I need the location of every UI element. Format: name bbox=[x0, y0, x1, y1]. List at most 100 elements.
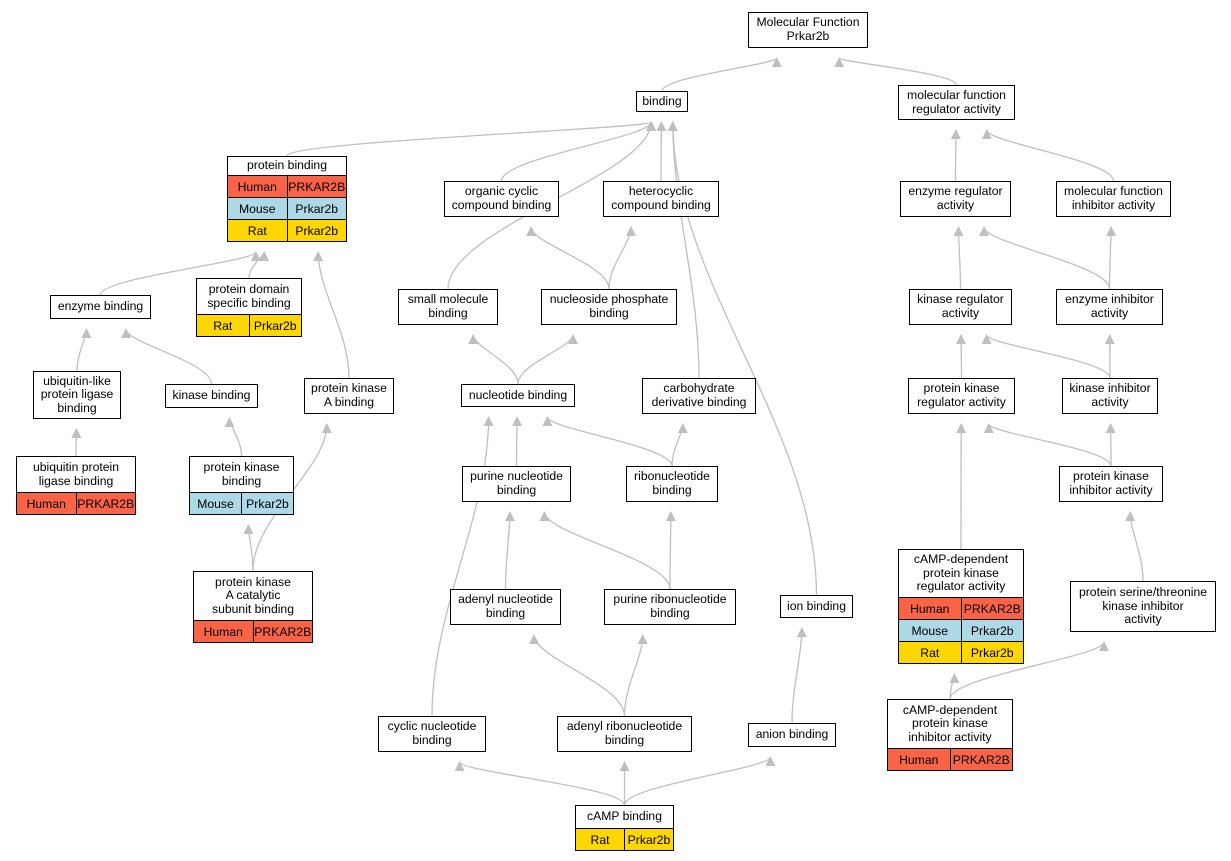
node-arnb[interactable]: adenyl ribonucleotide binding bbox=[557, 716, 692, 752]
node-anionb[interactable]: anion binding bbox=[748, 723, 836, 747]
node-label: Molecular Function Prkar2b bbox=[756, 15, 860, 43]
edge-pnb-to-nb bbox=[512, 416, 523, 467]
node-prnb[interactable]: purine ribonucleotide binding bbox=[604, 589, 736, 625]
node-hcb[interactable]: heterocyclic compound binding bbox=[603, 181, 719, 217]
edge-mfra-to-root bbox=[834, 57, 958, 86]
node-label: nucleotide binding bbox=[468, 387, 568, 402]
edge-arnb-to-anb bbox=[529, 634, 626, 717]
species-name: Human bbox=[203, 624, 243, 639]
node-cdb[interactable]: carbohydrate derivative binding bbox=[642, 378, 756, 414]
node-pkia[interactable]: protein kinase inhibitor activity bbox=[1059, 466, 1163, 502]
species-row-human: Human PRKAR2B bbox=[228, 175, 346, 197]
gene-symbol: Prkar2b bbox=[286, 198, 347, 219]
edge-rnb-to-cdb bbox=[671, 423, 688, 467]
gene-symbol: PRKAR2B bbox=[949, 749, 1013, 770]
edge-kra-to-era bbox=[953, 226, 964, 290]
edge-cnb-to-nb bbox=[431, 416, 494, 717]
edge-anionb-to-ionb bbox=[791, 627, 807, 724]
node-root[interactable]: Molecular Function Prkar2b bbox=[748, 12, 868, 48]
node-eb[interactable]: enzyme binding bbox=[50, 295, 151, 319]
node-label: enzyme inhibitor activity bbox=[1065, 292, 1154, 320]
node-label: enzyme binding bbox=[57, 299, 144, 314]
node-pkacsb[interactable]: protein kinase A catalytic subunit bindi… bbox=[193, 571, 313, 643]
node-mfia[interactable]: molecular function inhibitor activity bbox=[1056, 181, 1171, 217]
node-eia[interactable]: enzyme inhibitor activity bbox=[1056, 289, 1163, 325]
gene-symbol: Prkar2b bbox=[624, 829, 673, 850]
node-label: binding bbox=[642, 93, 682, 108]
node-npb[interactable]: nucleoside phosphate binding bbox=[541, 289, 677, 325]
species-name: Human bbox=[26, 496, 66, 511]
edge-cdb-to-binding bbox=[667, 121, 700, 379]
node-kb[interactable]: kinase binding bbox=[165, 384, 258, 408]
edge-ptkia-to-pkia bbox=[1125, 511, 1144, 582]
node-kia[interactable]: kinase inhibitor activity bbox=[1062, 378, 1158, 414]
node-rnb[interactable]: ribonucleotide binding bbox=[626, 466, 718, 502]
edge-binding-to-root bbox=[661, 57, 782, 92]
node-pnb[interactable]: purine nucleotide binding bbox=[462, 466, 571, 502]
node-pkra[interactable]: protein kinase regulator activity bbox=[908, 378, 1015, 414]
node-label: cyclic nucleotide binding bbox=[387, 719, 477, 747]
node-mfra[interactable]: molecular function regulator activity bbox=[898, 85, 1015, 120]
edge-pkia-to-pkra bbox=[983, 423, 1112, 467]
node-label: molecular function regulator activity bbox=[907, 87, 1006, 116]
edge-eia-to-mfia bbox=[1106, 226, 1117, 290]
node-label: purine nucleotide binding bbox=[470, 469, 563, 497]
node-ulplb[interactable]: ubiquitin-like protein ligase binding bbox=[33, 371, 121, 419]
species-name: Human bbox=[237, 179, 277, 194]
edge-campb-to-cnb bbox=[454, 761, 626, 806]
node-ionb[interactable]: ion binding bbox=[780, 595, 853, 618]
edge-npb-to-hcb bbox=[608, 226, 636, 290]
node-cnb[interactable]: cyclic nucleotide binding bbox=[378, 716, 486, 752]
node-label: adenyl nucleotide binding bbox=[458, 592, 553, 620]
node-label: kinase regulator activity bbox=[917, 292, 1004, 320]
edge-nb-to-smb bbox=[468, 334, 519, 385]
species-name: Rat bbox=[590, 832, 610, 847]
gene-symbol: Prkar2b bbox=[960, 642, 1024, 663]
node-pkab[interactable]: protein kinase A binding bbox=[304, 378, 394, 414]
edge-eia-to-era bbox=[979, 226, 1111, 290]
node-nb[interactable]: nucleotide binding bbox=[461, 384, 575, 407]
edge-pb-to-binding bbox=[286, 121, 656, 157]
edge-arnb-to-prnb bbox=[623, 634, 648, 717]
node-label: kinase binding bbox=[172, 388, 251, 403]
node-label: protein domain specific binding bbox=[207, 281, 291, 310]
gene-symbol: PRKAR2B bbox=[286, 176, 347, 197]
node-smb[interactable]: small molecule binding bbox=[398, 289, 498, 325]
gene-symbol: Prkar2b bbox=[960, 620, 1024, 641]
node-cdpkra[interactable]: cAMP-dependent protein kinase regulator … bbox=[898, 549, 1024, 664]
node-kra[interactable]: kinase regulator activity bbox=[909, 289, 1012, 325]
node-occb[interactable]: organic cyclic compound binding bbox=[444, 181, 559, 217]
edge-ulplb-to-eb bbox=[76, 328, 92, 372]
species-name: Human bbox=[910, 601, 950, 616]
edge-anb-to-pnb bbox=[504, 511, 515, 590]
node-label: cAMP-dependent protein kinase regulator … bbox=[913, 552, 1009, 594]
edge-npb-to-occb bbox=[526, 226, 610, 290]
gene-symbol: Prkar2b bbox=[286, 220, 347, 241]
node-ptkia[interactable]: protein serine/threonine kinase inhibito… bbox=[1070, 581, 1216, 632]
node-label: nucleoside phosphate binding bbox=[549, 292, 669, 320]
node-binding[interactable]: binding bbox=[636, 91, 688, 112]
species-row-rat: Rat Prkar2b bbox=[576, 828, 673, 850]
node-cdpkia[interactable]: cAMP-dependent protein kinase inhibitor … bbox=[887, 699, 1013, 771]
node-label: protein kinase inhibitor activity bbox=[1069, 469, 1153, 497]
node-era[interactable]: enzyme regulator activity bbox=[900, 181, 1011, 217]
node-label: protein kinase regulator activity bbox=[917, 381, 1006, 409]
node-label: heterocyclic compound binding bbox=[611, 184, 711, 212]
edge-pkacsb-to-pkb bbox=[243, 524, 254, 572]
node-label: organic cyclic compound binding bbox=[451, 184, 552, 212]
edge-kb-to-eb bbox=[121, 328, 213, 385]
node-anb[interactable]: adenyl nucleotide binding bbox=[450, 589, 561, 625]
node-label: enzyme regulator activity bbox=[908, 184, 1003, 212]
node-label: protein kinase A binding bbox=[311, 381, 387, 409]
gene-symbol: PRKAR2B bbox=[75, 493, 136, 514]
